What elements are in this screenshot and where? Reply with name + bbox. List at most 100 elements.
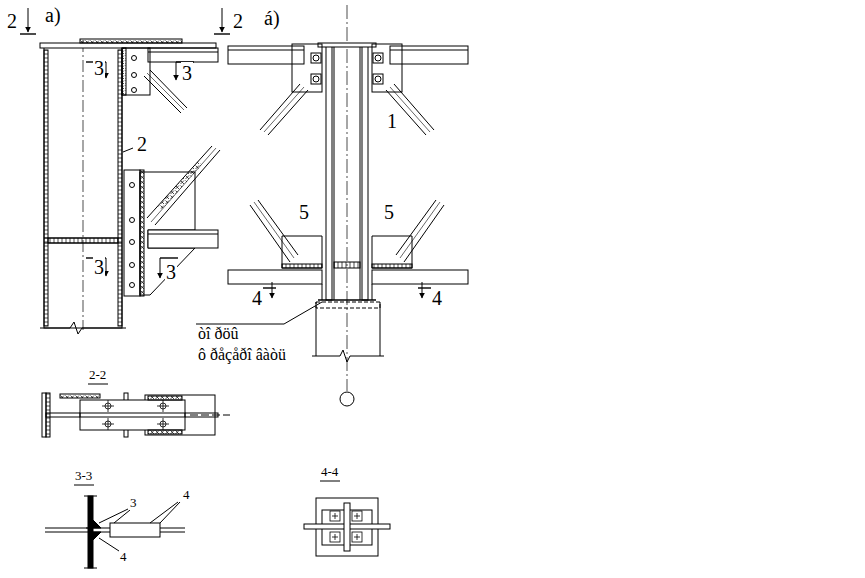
callout-number: 5 [383,201,395,223]
section-2-2 [42,384,230,437]
left-elevation-part [147,146,212,218]
right-elevation-part [312,350,384,362]
callout-number: 4 [431,287,443,309]
left-elevation-part [122,48,150,95]
right-elevation-part [334,262,360,268]
left-elevation-part [122,48,126,95]
section-3-3-part [150,502,178,523]
right-elevation-part [311,53,321,63]
left-elevation-part [130,240,135,245]
left-elevation-part [106,62,107,78]
right-elevation-part [318,299,376,301]
section-2-2-part-part [157,418,169,430]
section-4-4-part-part [352,532,362,542]
left-elevation-part [148,52,218,53]
right-elevation-part [400,202,440,258]
left-elevation-part [40,322,126,334]
right-elevation-part [264,87,304,132]
left-elevation-part [144,76,181,113]
right-elevation-part [268,90,308,135]
left-elevation-part [83,40,84,330]
right-elevation-part [313,76,319,82]
section-2-2-part [88,384,108,385]
right-elevation-part [318,43,376,47]
left-elevation-part [48,238,118,243]
view-letter: a) [44,4,62,26]
section-4-4-part-part [352,511,362,521]
section-2-2-part [42,393,46,437]
right-elevation-part [373,74,383,84]
left-elevation-part [160,163,200,208]
section-title: 3-3 [74,469,93,483]
right-elevation-part [375,55,381,61]
section-4-4-part-part [354,513,360,519]
note-text: òî ðöû [197,325,239,343]
callout-number: 4 [119,550,128,564]
section-title: 4-4 [320,465,339,479]
section-3-3-part [99,509,128,523]
section-3-3-part [86,528,88,529]
left-elevation-part [130,263,135,268]
left-elevation-part [151,148,216,222]
callout-number: 2 [232,10,244,32]
right-elevation-part [375,76,381,82]
left-elevation-part [160,257,178,258]
left-elevation-part [148,48,218,62]
right-elevation [196,5,468,406]
callout-number: 5 [298,201,310,223]
right-elevation-part [272,282,273,298]
section-2-2-part [80,400,185,430]
right-elevation-part [422,282,423,298]
section-4-4-part-part [330,532,340,542]
right-elevation-part [316,302,380,308]
left-elevation-part [80,39,182,43]
section-2-2-part-part [102,418,114,430]
note-text: ô ðåçåðî âàòü [197,346,287,364]
section-4-4-part [320,481,340,482]
view-letter: á) [263,7,281,29]
callout-number: 3 [129,496,138,510]
left-elevation-part [130,283,135,288]
right-elevation-part [254,202,294,258]
right-elevation-part [313,55,319,61]
section-3-3 [45,485,185,568]
section-4-4 [304,481,390,556]
left-elevation [20,8,230,334]
right-elevation-part [311,74,321,84]
right-elevation-part [394,84,434,130]
section-2-2-part [60,394,100,398]
left-elevation-part [132,56,137,61]
left-elevation-part [20,33,36,34]
callout-number: 3 [165,261,177,283]
right-elevation-part [340,392,354,406]
section-3-3-part [74,485,94,486]
section-2-2-part [46,393,50,437]
right-elevation-part [404,205,444,262]
section-3-3-part [160,502,180,523]
callout-number: 3 [93,256,105,278]
section-4-4-part [344,503,350,551]
callout-number: 3 [181,62,193,84]
section-title: 2-2 [88,368,107,382]
section-2-2-part [148,430,182,434]
right-elevation-part [228,270,322,284]
section-4-4-part-part [332,534,338,540]
right-elevation-part [373,53,383,63]
section-4-4-part-part [332,513,338,519]
left-elevation-part [214,33,230,34]
section-4-4-part [330,511,362,542]
section-2-2-part-part [157,400,169,412]
section-3-3-part [114,510,130,523]
right-elevation-part [386,90,426,135]
callout-number: 4 [182,488,191,502]
right-elevation-part [347,5,348,391]
section-3-3-part [99,538,119,551]
right-elevation-part [258,200,298,255]
left-elevation-part [123,148,133,152]
section-2-2-part-part [102,400,114,412]
left-elevation-part [155,150,220,225]
right-elevation-part [418,287,432,288]
right-elevation-part [228,50,304,51]
